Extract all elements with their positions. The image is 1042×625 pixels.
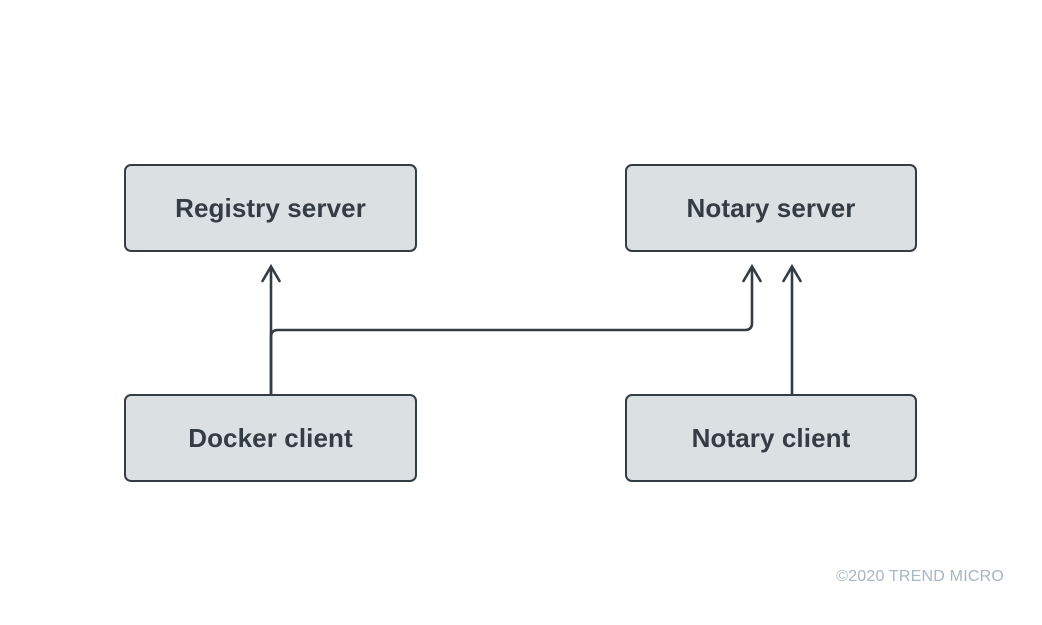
node-registry-server[interactable]: Registry server bbox=[124, 164, 417, 252]
arrowhead-icon bbox=[782, 263, 802, 283]
node-docker-client[interactable]: Docker client bbox=[124, 394, 417, 482]
node-notary-server-label: Notary server bbox=[686, 192, 856, 223]
connector-docker-client-to-notary-server bbox=[269, 263, 762, 394]
node-notary-server[interactable]: Notary server bbox=[625, 164, 917, 252]
connector-docker-client-to-registry-server bbox=[261, 263, 281, 394]
node-registry-server-label: Registry server bbox=[175, 192, 366, 223]
copyright-notice: ©2020 TREND MICRO bbox=[836, 568, 1004, 585]
node-notary-client-label: Notary client bbox=[691, 422, 851, 453]
node-notary-client[interactable]: Notary client bbox=[625, 394, 917, 482]
arrowhead-icon bbox=[742, 263, 762, 283]
node-docker-client-label: Docker client bbox=[188, 422, 353, 453]
connector-line bbox=[269, 268, 754, 394]
connector-notary-client-to-notary-server bbox=[782, 263, 802, 394]
arrowhead-icon bbox=[261, 263, 281, 283]
